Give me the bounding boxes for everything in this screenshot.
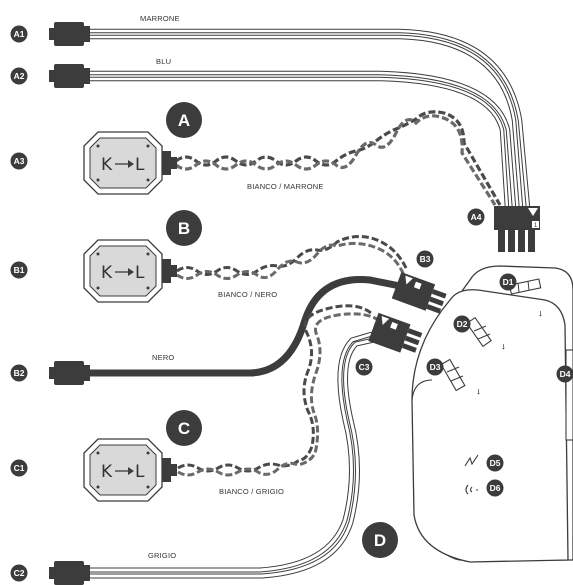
svg-text:A1: A1 [14, 29, 25, 39]
label-bianco-grigio: BIANCO / GRIGIO [219, 487, 284, 496]
svg-text:D5: D5 [490, 458, 501, 468]
badge-d2: D2 [453, 315, 471, 333]
badge-b1: B1 [10, 261, 28, 279]
sensor-l: L [135, 462, 145, 482]
connector-b3 [391, 272, 447, 314]
badge-b3: B3 [416, 250, 434, 268]
badge-c1: C1 [10, 459, 28, 477]
label-marrone: MARRONE [140, 14, 180, 23]
badge-d5: D5 [486, 454, 504, 472]
svg-text:✓: ✓ [536, 308, 547, 319]
slot-d3: ✓ [440, 358, 485, 398]
label-nero: NERO [152, 353, 174, 362]
badge-a3: A3 [10, 152, 28, 170]
badge-d3: D3 [426, 358, 444, 376]
slot-d2: ✓ [466, 316, 510, 353]
svg-text:C1: C1 [14, 463, 25, 473]
sensor-l: L [135, 155, 145, 175]
group-badge-b: B [166, 210, 202, 246]
badge-d1: D1 [499, 273, 517, 291]
badge-a1: A1 [10, 25, 28, 43]
sensor-k: K [101, 263, 113, 283]
sensor-c1: K L [83, 438, 177, 502]
badge-d4: D4 [556, 365, 573, 383]
group-badge-a: A [166, 102, 202, 138]
svg-text:A4: A4 [471, 212, 482, 222]
sensor-k: K [101, 462, 113, 482]
badge-c2: C2 [10, 564, 28, 582]
svg-text:B3: B3 [420, 254, 431, 264]
badge-a2: A2 [10, 67, 28, 85]
svg-text:D6: D6 [490, 483, 501, 493]
svg-text:D3: D3 [430, 362, 441, 372]
wire-c1-bianco-grigio [177, 304, 381, 477]
label-bianco-nero: BIANCO / NERO [218, 290, 277, 299]
group-badge-c: C [166, 410, 202, 446]
wifi-icon [465, 484, 478, 495]
control-unit: ✓ ✓ ✓ [411, 265, 573, 563]
badge-b2: B2 [10, 364, 28, 382]
svg-text:A: A [178, 111, 190, 130]
label-blu: BLU [156, 57, 171, 66]
connector-a4: 1 [494, 206, 540, 252]
svg-text:A2: A2 [14, 71, 25, 81]
badge-a4: A4 [467, 208, 485, 226]
svg-text:B: B [178, 219, 190, 238]
svg-text:D4: D4 [560, 369, 571, 379]
svg-text:✓: ✓ [499, 341, 510, 352]
svg-text:C2: C2 [14, 568, 25, 578]
sensor-a3: K L [83, 131, 177, 195]
plug-a2 [49, 64, 90, 88]
label-grigio: GRIGIO [148, 551, 176, 560]
wire-a2-blu [88, 70, 517, 209]
sensor-b1: K L [83, 239, 177, 303]
wire-a1-marrone [88, 28, 531, 209]
badge-d6: D6 [486, 479, 504, 497]
plug-a1 [49, 22, 90, 46]
wire-c2-grigio [88, 331, 375, 579]
wire-a3-bianco-marrone [175, 110, 502, 206]
group-badge-d: D [362, 522, 398, 558]
lightning-icon [464, 454, 479, 467]
svg-text:A3: A3 [14, 156, 25, 166]
svg-text:C: C [178, 419, 190, 438]
plug-c2 [49, 561, 90, 585]
svg-text:D: D [374, 531, 386, 550]
plug-b2 [49, 361, 90, 385]
wire-b1-bianco-nero [176, 235, 409, 280]
svg-text:D1: D1 [503, 277, 514, 287]
svg-text:D2: D2 [457, 319, 468, 329]
sensor-k: K [101, 155, 113, 175]
slot-d1: ✓ [508, 278, 547, 320]
label-bianco-marrone: BIANCO / MARRONE [247, 182, 324, 191]
sensor-l: L [135, 263, 145, 283]
svg-text:C3: C3 [359, 362, 370, 372]
svg-text:B2: B2 [14, 368, 25, 378]
svg-text:✓: ✓ [474, 386, 485, 397]
svg-text:B1: B1 [14, 265, 25, 275]
badge-c3: C3 [355, 358, 373, 376]
pin-mark: 1 [534, 223, 538, 229]
connector-c3 [368, 312, 423, 353]
